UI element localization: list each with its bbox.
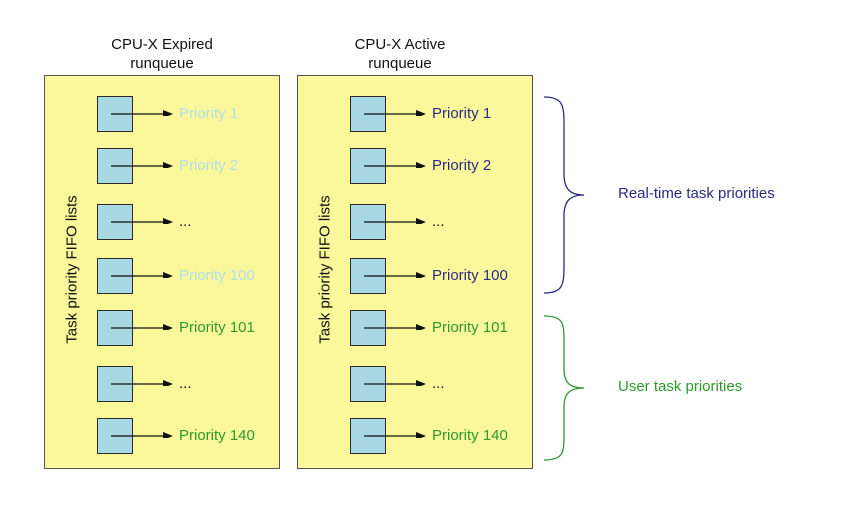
expired-title-line2: runqueue: [130, 55, 194, 72]
arrow-icon: [111, 324, 173, 330]
priority-label: Priority 2: [432, 157, 492, 174]
arrow-icon: [364, 272, 426, 278]
active-runqueue-panel: Task priority FIFO lists Priority 1 Prior…: [297, 75, 533, 469]
priority-label: ...: [432, 213, 445, 230]
priority-row: Priority 2: [97, 148, 277, 188]
priority-row: Priority 101: [97, 310, 277, 350]
arrow-icon: [111, 272, 173, 278]
realtime-group-label: Real-time task priorities: [618, 185, 775, 202]
priority-row: Priority 140: [97, 418, 277, 458]
priority-row: ...: [97, 204, 277, 244]
priority-row: Priority 2: [350, 148, 530, 188]
arrow-icon: [364, 432, 426, 438]
priority-label: ...: [179, 213, 192, 230]
arrow-icon: [364, 380, 426, 386]
arrow-icon: [111, 432, 173, 438]
priority-label: Priority 1: [432, 105, 492, 122]
expired-title-line1: CPU-X Expired: [111, 36, 213, 53]
priority-label: Priority 101: [432, 319, 508, 336]
priority-row: Priority 1: [97, 96, 277, 136]
priority-row: ...: [350, 366, 530, 406]
priority-label: ...: [432, 375, 445, 392]
expired-title: CPU-X Expired runqueue: [62, 35, 262, 73]
user-brace: [543, 315, 585, 461]
priority-label: Priority 100: [432, 267, 508, 284]
realtime-brace: [543, 96, 585, 294]
priority-label: Priority 101: [179, 319, 255, 336]
priority-label: Priority 140: [432, 427, 508, 444]
priority-row: Priority 1: [350, 96, 530, 136]
active-title-line1: CPU-X Active: [354, 36, 446, 53]
priority-row: Priority 100: [97, 258, 277, 298]
arrow-icon: [364, 324, 426, 330]
priority-label: ...: [179, 375, 192, 392]
priority-label: Priority 140: [179, 427, 255, 444]
arrow-icon: [364, 218, 426, 224]
arrow-icon: [111, 162, 173, 168]
active-side-label: Task priority FIFO lists: [316, 195, 334, 344]
user-group-label: User task priorities: [618, 378, 743, 395]
active-title: CPU-X Active runqueue: [300, 35, 500, 73]
active-title-line2: runqueue: [368, 55, 432, 72]
expired-side-label: Task priority FIFO lists: [63, 195, 81, 344]
arrow-icon: [111, 380, 173, 386]
priority-row: Priority 101: [350, 310, 530, 350]
priority-label: Priority 2: [179, 157, 239, 174]
priority-row: Priority 140: [350, 418, 530, 458]
arrow-icon: [364, 162, 426, 168]
expired-runqueue-panel: Task priority FIFO lists Priority 1 Prior…: [44, 75, 280, 469]
priority-row: Priority 100: [350, 258, 530, 298]
priority-label: Priority 100: [179, 267, 255, 284]
arrow-icon: [111, 110, 173, 116]
arrow-icon: [364, 110, 426, 116]
arrow-icon: [111, 218, 173, 224]
priority-row: ...: [97, 366, 277, 406]
priority-label: Priority 1: [179, 105, 239, 122]
priority-row: ...: [350, 204, 530, 244]
